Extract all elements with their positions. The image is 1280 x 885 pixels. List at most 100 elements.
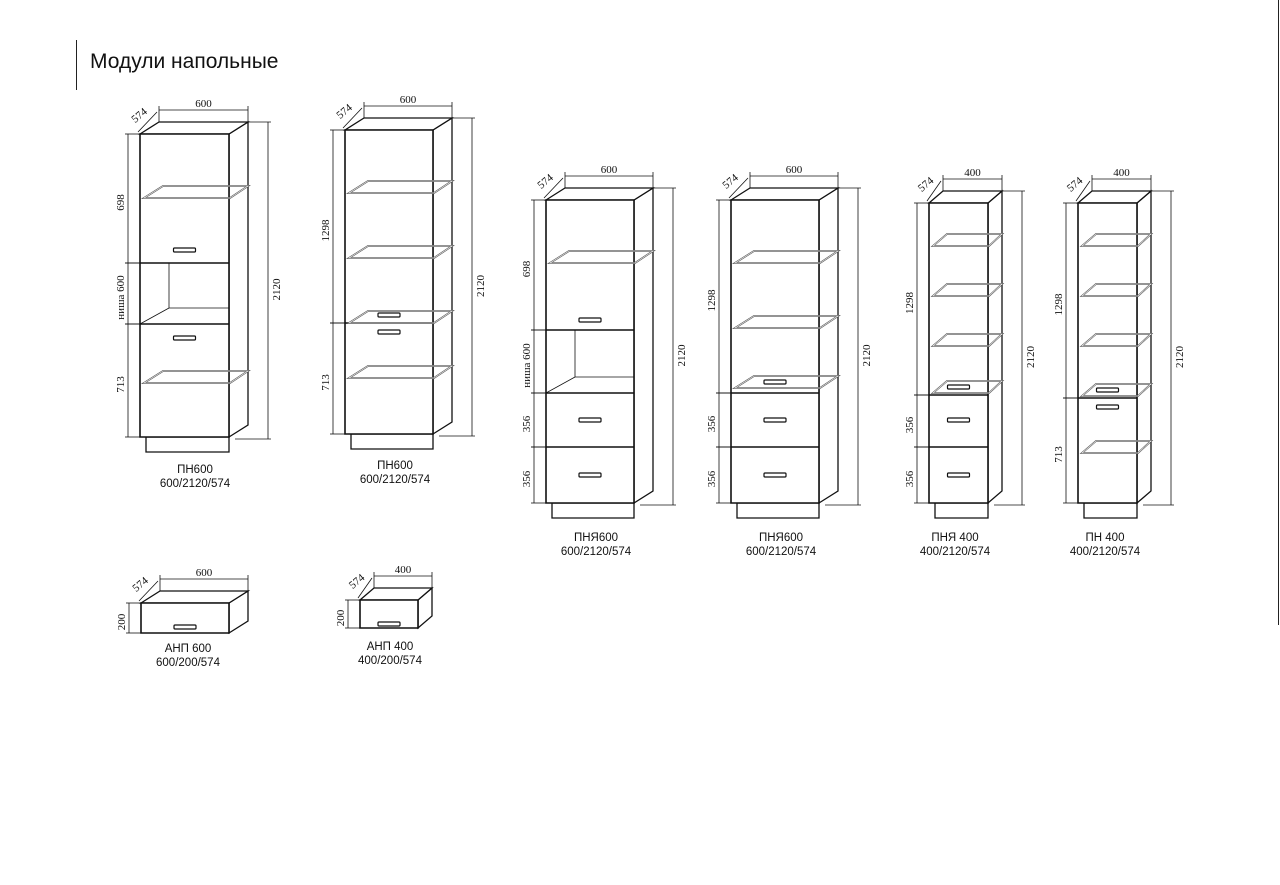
- shelf-inner: [1081, 440, 1152, 454]
- page-edge-line: [1278, 0, 1279, 625]
- front-panel: [139, 133, 230, 438]
- width-dim: 600: [786, 164, 803, 176]
- shelf-inner: [142, 370, 249, 384]
- shelf-inner: [1081, 233, 1152, 247]
- module-dimensions: 600/2120/574: [160, 478, 231, 490]
- niche-edge: [545, 376, 576, 394]
- width-dim: 400: [964, 167, 981, 179]
- handle-icon: [1095, 404, 1120, 410]
- plinth: [551, 502, 635, 519]
- shelf-inner: [347, 310, 453, 324]
- front-panel: [545, 199, 635, 504]
- page-title: Модули напольные: [90, 50, 279, 73]
- section-dim: 356: [706, 415, 718, 432]
- section-dim: 200: [116, 613, 128, 630]
- plinth: [350, 433, 434, 450]
- handle-icon: [946, 472, 971, 478]
- handle-icon: [763, 417, 787, 423]
- shelf-inner: [733, 375, 839, 389]
- section-dim: 698: [115, 194, 127, 211]
- front-panel: [344, 129, 434, 435]
- side-panel: [432, 116, 453, 436]
- top-panel: [1076, 190, 1153, 204]
- depth-dim-line: [543, 177, 564, 199]
- section-dim: 356: [706, 470, 718, 487]
- shelf-inner: [1081, 283, 1152, 297]
- handle-icon: [173, 624, 197, 630]
- height-dim: 2120: [1174, 346, 1186, 369]
- front-panel: [730, 199, 820, 504]
- handle-icon: [1095, 387, 1120, 393]
- width-dim: 400: [1113, 167, 1130, 179]
- module-name: ПН600: [377, 460, 413, 472]
- height-dim: 2120: [1025, 346, 1037, 369]
- front-panel: [359, 599, 419, 629]
- section-dim: 356: [521, 470, 533, 487]
- handle-icon: [172, 335, 197, 341]
- module-name: ПНЯ 400: [931, 532, 978, 544]
- side-panel: [633, 186, 654, 505]
- handle-icon: [763, 472, 787, 478]
- module-dimensions: 400/2120/574: [1070, 546, 1141, 558]
- side-panel: [228, 120, 249, 439]
- depth-dim-line: [137, 111, 158, 133]
- title-accent-line: [76, 40, 77, 90]
- niche-edge: [139, 307, 170, 325]
- module-dimensions: 400/200/574: [358, 655, 423, 667]
- module-name: ПН600: [177, 464, 213, 476]
- module-name: ПНЯ600: [759, 532, 803, 544]
- depth-dim-line: [342, 107, 363, 129]
- shelf-inner: [932, 233, 1003, 247]
- section-dim: 1298: [320, 219, 332, 242]
- depth-dim-line: [357, 577, 373, 599]
- handle-icon: [578, 417, 602, 423]
- width-dim: 600: [400, 94, 417, 106]
- section-dim: 698: [521, 260, 533, 277]
- section-dim: 1298: [1053, 293, 1065, 316]
- front-panel: [1077, 202, 1138, 504]
- width-dim: 600: [601, 164, 618, 176]
- module-dimensions: 400/2120/574: [920, 546, 991, 558]
- handle-icon: [578, 317, 602, 323]
- plinth: [145, 436, 230, 453]
- side-panel: [987, 189, 1003, 505]
- handle-icon: [946, 384, 971, 390]
- shelf-inner: [733, 250, 839, 264]
- handle-icon: [377, 312, 401, 318]
- module-name: ПН 400: [1086, 532, 1125, 544]
- height-dim: 2120: [475, 275, 487, 298]
- plinth: [736, 502, 820, 519]
- top-panel: [927, 190, 1004, 204]
- plinth: [1083, 502, 1138, 519]
- section-dim: 356: [521, 415, 533, 432]
- height-dim: 2120: [676, 344, 688, 367]
- section-dim: 356: [904, 470, 916, 487]
- depth-dim-line: [728, 177, 749, 199]
- handle-icon: [377, 329, 401, 335]
- front-panel: [140, 602, 230, 634]
- handle-icon: [946, 417, 971, 423]
- section-dim: 200: [335, 609, 347, 626]
- top-panel: [137, 121, 251, 135]
- shelf-inner: [932, 333, 1003, 347]
- width-dim: 600: [195, 98, 212, 110]
- module-dimensions: 600/200/574: [156, 657, 221, 669]
- section-dim: 713: [115, 376, 127, 393]
- module-name: АНП 600: [165, 643, 212, 655]
- width-dim: 600: [196, 567, 213, 579]
- top-panel: [342, 117, 455, 131]
- top-panel: [138, 590, 251, 604]
- height-dim: 2120: [271, 278, 283, 301]
- shelf-inner: [142, 185, 249, 199]
- top-panel: [543, 187, 656, 201]
- section-dim: 713: [1053, 446, 1065, 463]
- section-dim: 1298: [706, 289, 718, 312]
- section-dim: 1298: [904, 292, 916, 315]
